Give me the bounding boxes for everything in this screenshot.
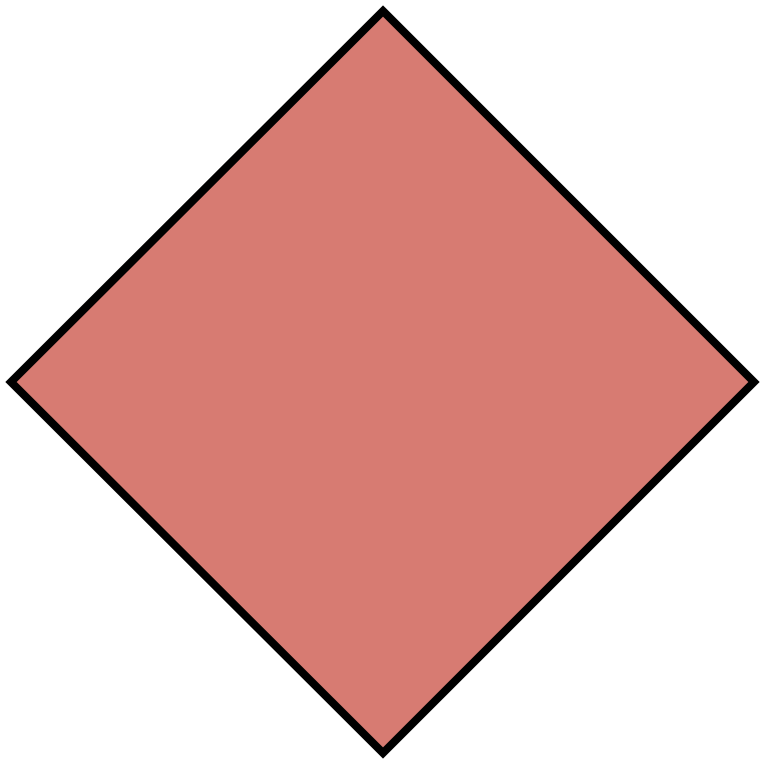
diamond-shape (5, 5, 760, 759)
